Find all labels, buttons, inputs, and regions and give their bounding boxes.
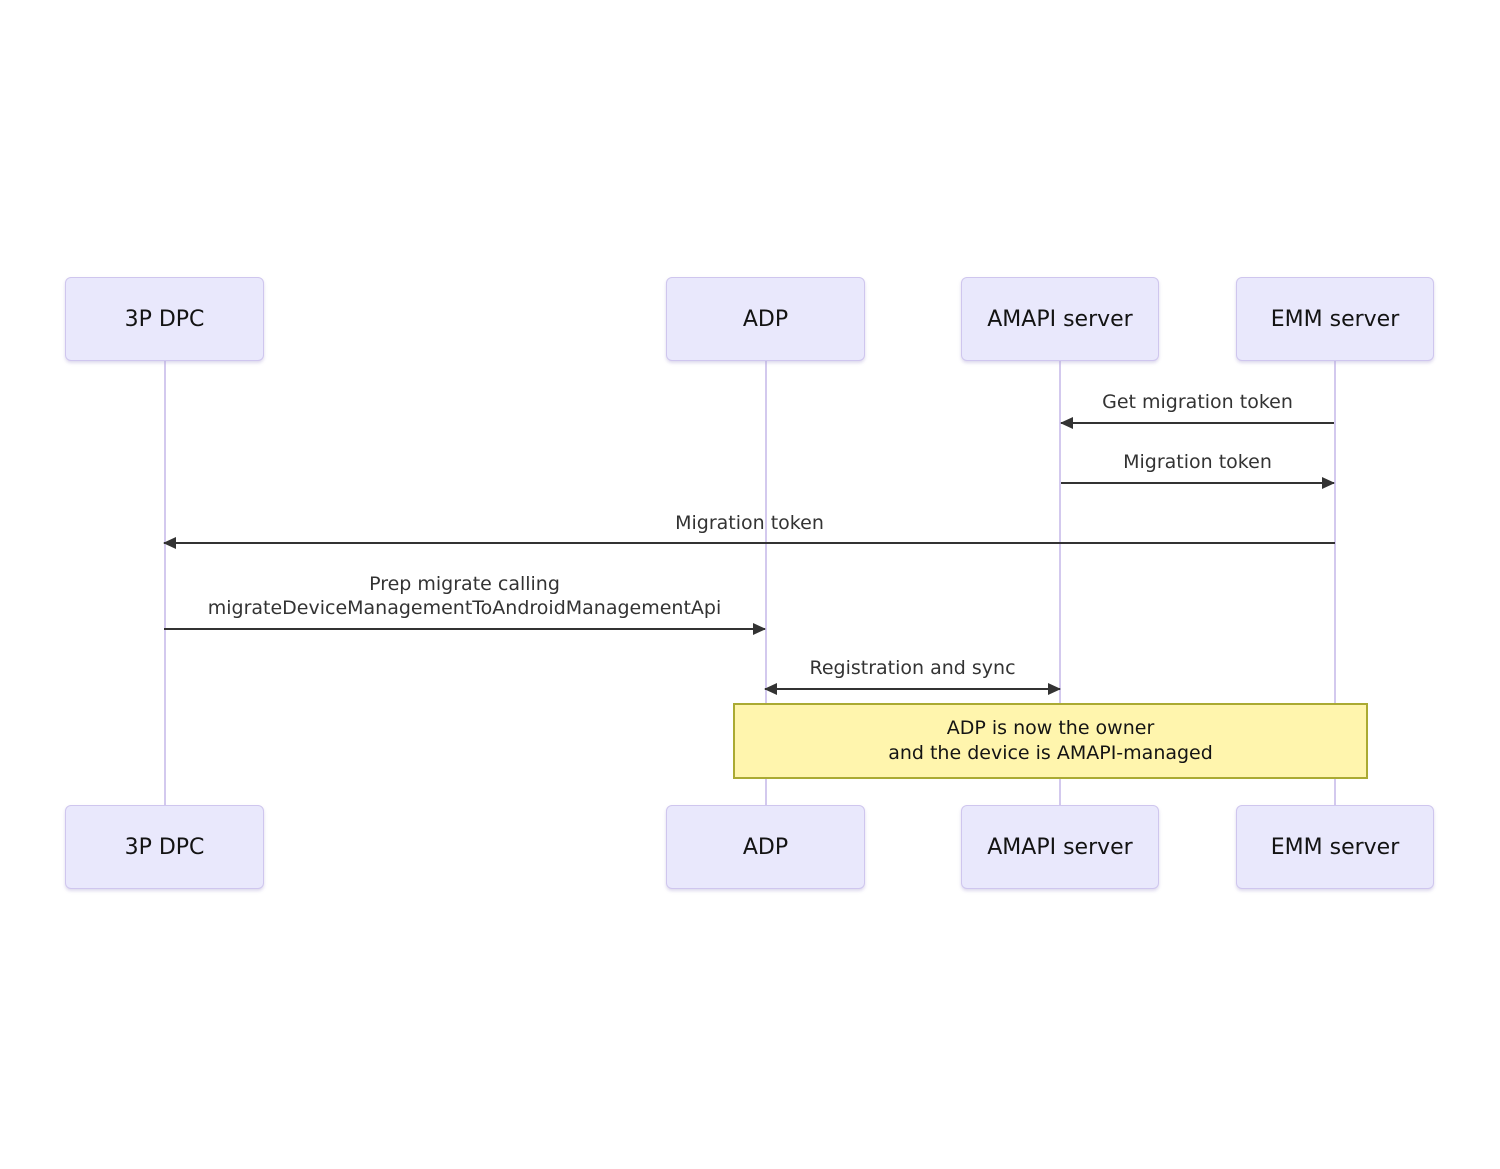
lifeline-adp [765, 361, 767, 805]
arrowhead-left-icon [1060, 417, 1073, 429]
actor-top-3p-dpc: 3P DPC [65, 277, 264, 361]
actor-label: 3P DPC [124, 306, 205, 332]
message-label-migration-token-to-dpc: Migration token [675, 512, 824, 534]
message-label-migration-token-to-emm: Migration token [1123, 451, 1272, 473]
actor-bottom-amapi-server: AMAPI server [961, 805, 1159, 889]
arrowhead-left-icon [764, 683, 777, 695]
actor-bottom-adp: ADP [666, 805, 865, 889]
message-label-registration-and-sync: Registration and sync [809, 657, 1016, 679]
message-arrow-registration-and-sync [764, 683, 1061, 695]
arrowhead-right-icon [753, 623, 766, 635]
arrowhead-right-icon [1048, 683, 1061, 695]
actor-label: EMM server [1270, 306, 1400, 332]
message-label-prep-migrate: Prep migrate calling migrateDeviceManage… [164, 572, 765, 620]
message-label-line-1: Prep migrate calling [369, 573, 560, 595]
note-line-2: and the device is AMAPI-managed [888, 742, 1213, 764]
actor-label: EMM server [1270, 834, 1400, 860]
actor-top-adp: ADP [666, 277, 865, 361]
message-arrow-migration-token-to-dpc [163, 537, 1335, 549]
actor-label: AMAPI server [987, 306, 1133, 332]
actor-top-emm-server: EMM server [1236, 277, 1434, 361]
lifeline-emm-server [1334, 361, 1336, 805]
actor-top-amapi-server: AMAPI server [961, 277, 1159, 361]
actor-label: 3P DPC [124, 834, 205, 860]
arrowhead-left-icon [163, 537, 176, 549]
actor-label: ADP [742, 834, 789, 860]
note-line-1: ADP is now the owner [946, 717, 1155, 739]
lifeline-3p-dpc [164, 361, 166, 805]
message-arrow-prep-migrate [164, 623, 766, 635]
arrowhead-right-icon [1322, 477, 1335, 489]
message-label-line-2: migrateDeviceManagementToAndroidManageme… [207, 597, 722, 619]
message-label-get-migration-token: Get migration token [1102, 391, 1293, 413]
actor-label: ADP [742, 306, 789, 332]
message-arrow-get-migration-token [1060, 417, 1334, 429]
note-adp-owner: ADP is now the owner and the device is A… [733, 703, 1368, 779]
actor-bottom-3p-dpc: 3P DPC [65, 805, 264, 889]
actor-bottom-emm-server: EMM server [1236, 805, 1434, 889]
actor-label: AMAPI server [987, 834, 1133, 860]
lifeline-amapi-server [1059, 361, 1061, 805]
message-arrow-migration-token-to-emm [1061, 477, 1335, 489]
